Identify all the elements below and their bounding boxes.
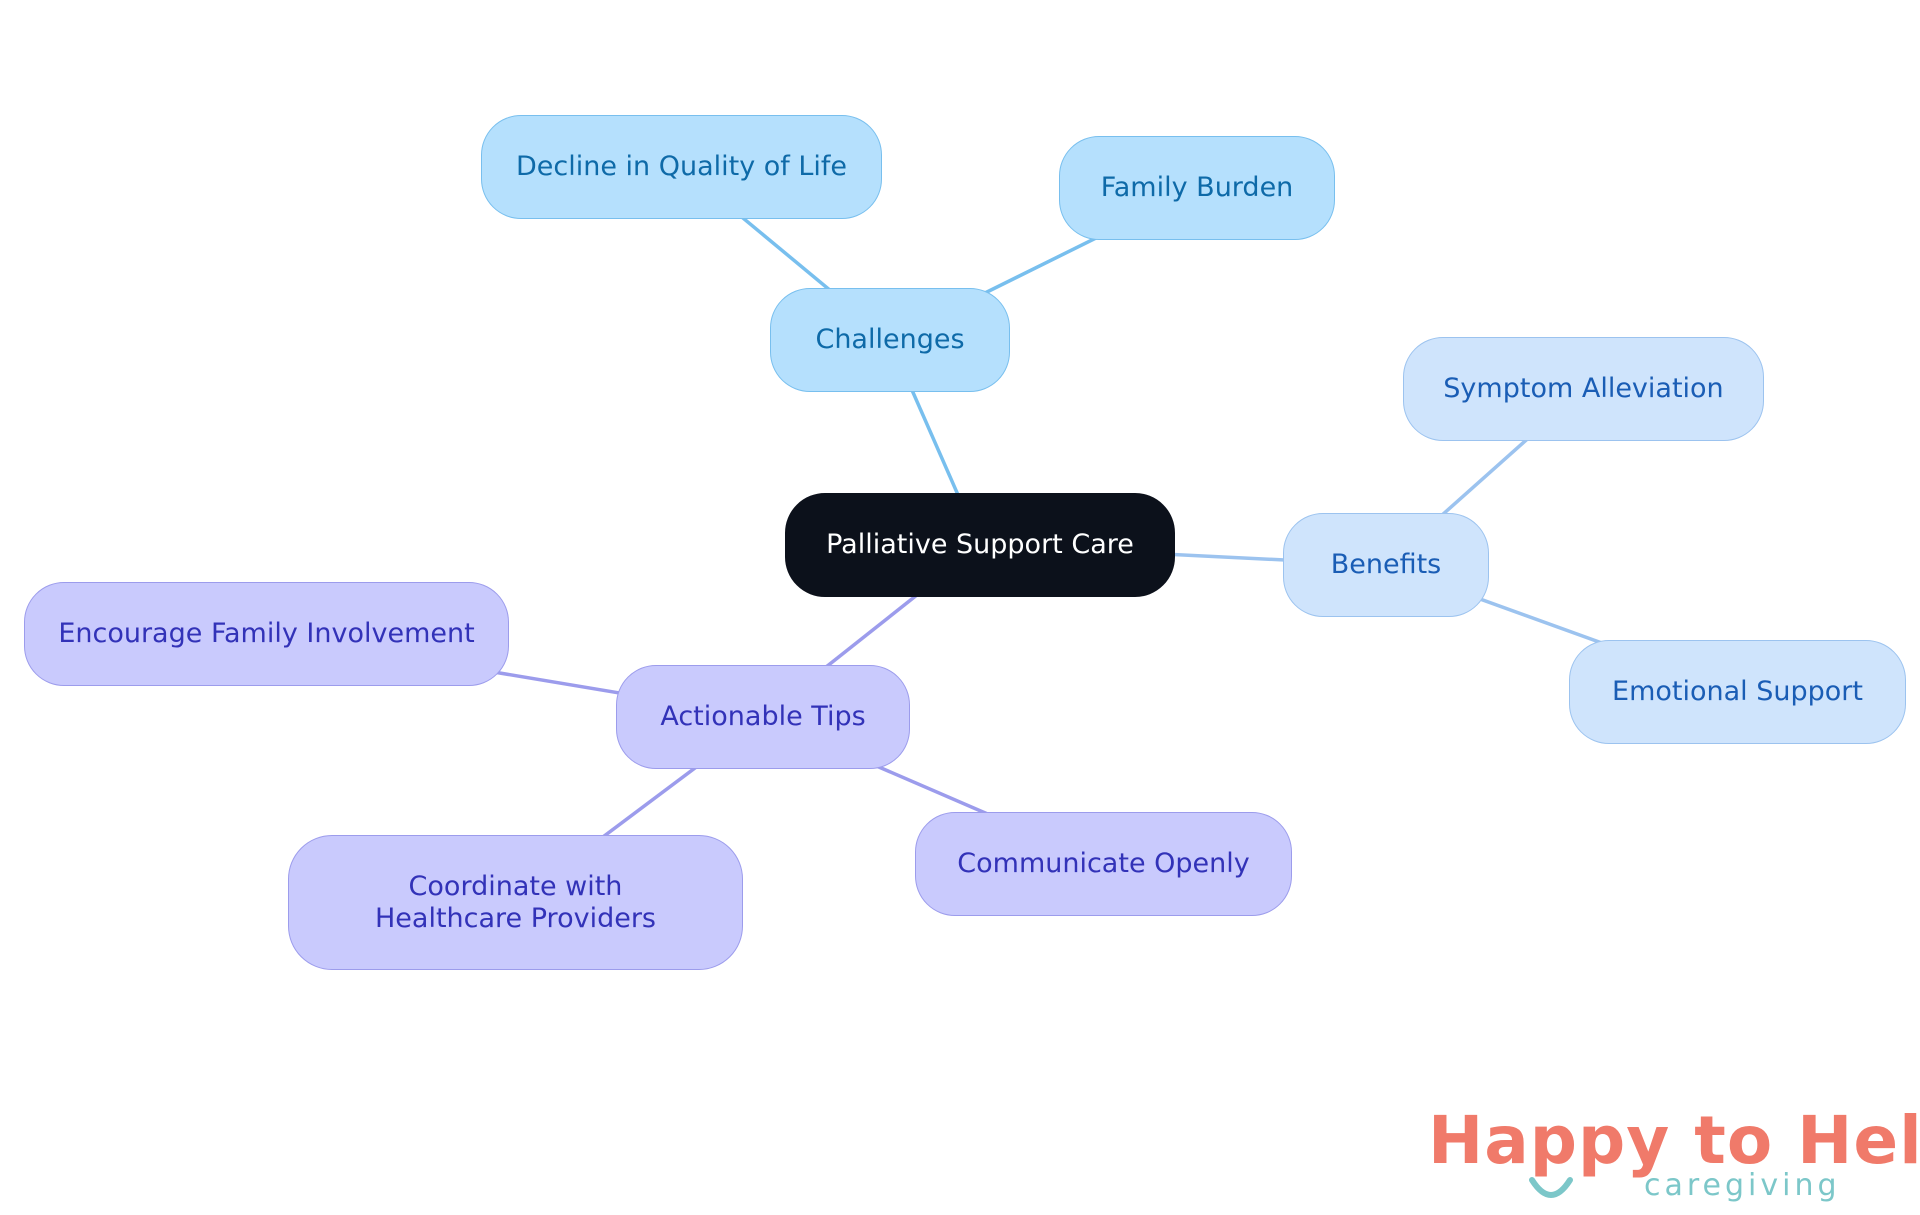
node-decline: Decline in Quality of Life <box>481 115 882 219</box>
logo-word-to: to <box>1694 1102 1774 1179</box>
node-communicate: Communicate Openly <box>915 812 1292 916</box>
node-challenges-label: Challenges <box>815 324 965 355</box>
node-benefits: Benefits <box>1283 513 1489 617</box>
node-challenges: Challenges <box>770 288 1010 392</box>
logo-wordmark: Happy to Help <box>1428 1102 1920 1179</box>
node-symptom-label: Symptom Alleviation <box>1443 373 1724 404</box>
node-tips-label: Actionable Tips <box>660 701 866 732</box>
node-symptom: Symptom Alleviation <box>1403 337 1764 441</box>
node-family-involvement: Encourage Family Involvement <box>24 582 509 686</box>
node-tips: Actionable Tips <box>616 665 910 769</box>
logo-subtitle: caregiving <box>1644 1168 1841 1203</box>
node-family-burden-label: Family Burden <box>1100 172 1294 203</box>
node-coordinate-label: Coordinate with Healthcare Providers <box>375 870 656 934</box>
node-decline-label: Decline in Quality of Life <box>515 151 848 182</box>
smile-icon <box>1529 1177 1573 1198</box>
node-root: Palliative Support Care <box>785 493 1175 597</box>
logo-word-help: Help <box>1797 1102 1920 1179</box>
node-root-label: Palliative Support Care <box>826 529 1134 560</box>
node-benefits-label: Benefits <box>1330 549 1442 580</box>
node-emotional-label: Emotional Support <box>1612 676 1863 707</box>
node-coordinate: Coordinate with Healthcare Providers <box>288 835 743 970</box>
node-emotional: Emotional Support <box>1569 640 1906 744</box>
node-family-involvement-label: Encourage Family Involvement <box>58 618 475 649</box>
happy-to-help-logo: Happy to Help caregiving <box>1420 1102 1920 1212</box>
logo-word-happy: Happy <box>1428 1102 1671 1179</box>
node-communicate-label: Communicate Openly <box>957 848 1250 879</box>
node-family-burden: Family Burden <box>1059 136 1335 240</box>
